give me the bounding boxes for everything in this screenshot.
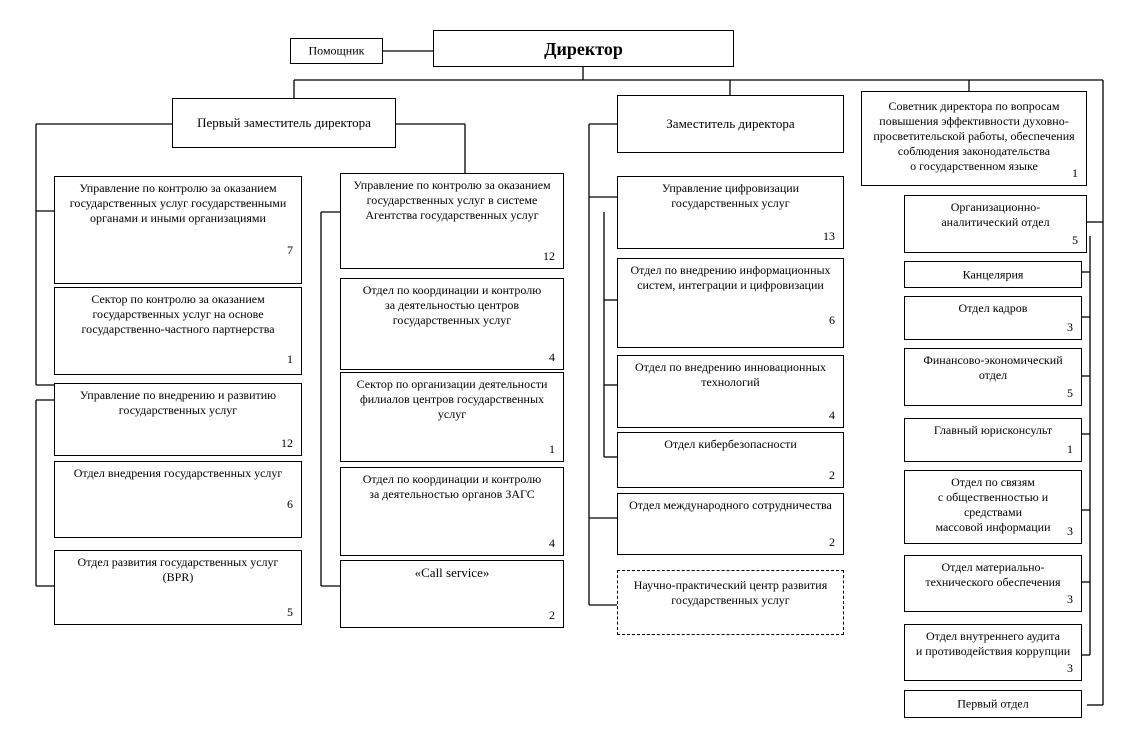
unit-box: «Call service» 2 — [340, 560, 564, 628]
unit-box: Финансово-экономический отдел 5 — [904, 348, 1082, 406]
unit-box: Отдел по внедрению информационных систем… — [617, 258, 844, 348]
unit-label: Управление по внедрению и развитию госуд… — [79, 388, 277, 417]
unit-box: Организационно- аналитический отдел 5 — [904, 195, 1087, 253]
unit-count: 2 — [829, 535, 835, 549]
unit-count: 6 — [287, 497, 293, 511]
unit-count: 4 — [549, 536, 555, 550]
unit-label: Отдел по координации и контролю за деяте… — [362, 283, 542, 327]
unit-label: Отдел кибербезопасности — [664, 437, 797, 451]
unit-label: Отдел международного сотрудничества — [629, 498, 832, 512]
unit-label: Управление цифровизации государственных … — [661, 181, 800, 210]
unit-box: Отдел материально- технического обеспече… — [904, 555, 1082, 612]
unit-box: Отдел по координации и контролю за деяте… — [340, 467, 564, 556]
unit-count: 7 — [287, 243, 293, 257]
unit-count: 12 — [281, 436, 293, 450]
unit-label: Организационно- аналитический отдел — [941, 200, 1050, 229]
unit-label: Отдел внедрения государственных услуг — [73, 466, 283, 480]
unit-box: Сектор по организации деятельности филиа… — [340, 372, 564, 462]
first-deputy-box: Первый заместитель директора — [172, 98, 396, 148]
unit-count: 4 — [549, 350, 555, 364]
unit-label: Первый отдел — [957, 696, 1029, 711]
unit-label: Сектор по контролю за оказанием государс… — [81, 292, 275, 336]
assistant-label: Помощник — [308, 43, 365, 58]
unit-label: Канцелярия — [962, 267, 1024, 281]
unit-box: Первый отдел — [904, 690, 1082, 718]
research-center-box: Научно-практический центр развития госуд… — [617, 570, 844, 635]
unit-label: Отдел материально- технического обеспече… — [925, 560, 1061, 589]
unit-label: Отдел по координации и контролю за деяте… — [362, 472, 542, 501]
advisor-label: Советник директора по вопросам повышения… — [873, 99, 1075, 173]
unit-label: Управление по контролю за оказанием госу… — [69, 181, 287, 225]
first-deputy-label: Первый заместитель директора — [197, 115, 371, 130]
unit-box: Отдел по внедрению инновационных техноло… — [617, 355, 844, 428]
assistant-box: Помощник — [290, 38, 383, 64]
unit-label: Сектор по организации деятельности филиа… — [356, 377, 548, 421]
unit-box: Отдел международного сотрудничества 2 — [617, 493, 844, 555]
unit-count: 1 — [287, 352, 293, 366]
unit-label: Финансово-экономический отдел — [923, 353, 1063, 382]
unit-box: Отдел по связям с общественностью и сред… — [904, 470, 1082, 544]
advisor-count: 1 — [1072, 166, 1078, 180]
unit-box: Отдел кибербезопасности 2 — [617, 432, 844, 488]
unit-label: Отдел по связям с общественностью и сред… — [935, 475, 1051, 534]
unit-count: 6 — [829, 313, 835, 327]
director-box: Директор — [433, 30, 734, 67]
unit-count: 12 — [543, 249, 555, 263]
unit-box: Управление по внедрению и развитию госуд… — [54, 383, 302, 456]
unit-count: 3 — [1067, 320, 1073, 334]
unit-count: 1 — [549, 442, 555, 456]
unit-box: Управление по контролю за оказанием госу… — [54, 176, 302, 284]
unit-box: Отдел внутреннего аудита и противодейств… — [904, 624, 1082, 681]
unit-box: Отдел по координации и контролю за деяте… — [340, 278, 564, 370]
unit-box: Отдел развития государственных услуг (BP… — [54, 550, 302, 625]
unit-count: 3 — [1067, 661, 1073, 675]
unit-count: 3 — [1067, 524, 1073, 538]
unit-label: Отдел кадров — [958, 301, 1028, 315]
unit-box: Управление по контролю за оказанием госу… — [340, 173, 564, 269]
unit-label: Управление по контролю за оказанием госу… — [353, 178, 551, 222]
deputy-label: Заместитель директора — [666, 116, 795, 131]
unit-label: Отдел развития государственных услуг (BP… — [77, 555, 279, 584]
unit-label: Отдел по внедрению информационных систем… — [630, 263, 831, 292]
unit-box: Управление цифровизации государственных … — [617, 176, 844, 249]
unit-count: 5 — [1067, 386, 1073, 400]
unit-count: 2 — [549, 608, 555, 622]
unit-box: Отдел внедрения государственных услуг 6 — [54, 461, 302, 538]
unit-label: Научно-практический центр развития госуд… — [633, 578, 828, 607]
deputy-box: Заместитель директора — [617, 95, 844, 153]
unit-count: 1 — [1067, 442, 1073, 456]
unit-box: Сектор по контролю за оказанием государс… — [54, 287, 302, 375]
unit-box: Главный юрисконсульт 1 — [904, 418, 1082, 462]
unit-count: 5 — [287, 605, 293, 619]
unit-label: «Call service» — [414, 565, 490, 580]
unit-label: Отдел по внедрению инновационных техноло… — [635, 360, 826, 389]
unit-count: 3 — [1067, 592, 1073, 606]
unit-box: Отдел кадров 3 — [904, 296, 1082, 340]
unit-label: Отдел внутреннего аудита и противодейств… — [915, 629, 1071, 658]
unit-count: 13 — [823, 229, 835, 243]
unit-count: 2 — [829, 468, 835, 482]
unit-label: Главный юрисконсульт — [933, 423, 1053, 437]
unit-count: 5 — [1072, 233, 1078, 247]
advisor-box: Советник директора по вопросам повышения… — [861, 91, 1087, 186]
unit-count: 4 — [829, 408, 835, 422]
unit-box: Канцелярия — [904, 261, 1082, 288]
director-label: Директор — [544, 38, 623, 59]
